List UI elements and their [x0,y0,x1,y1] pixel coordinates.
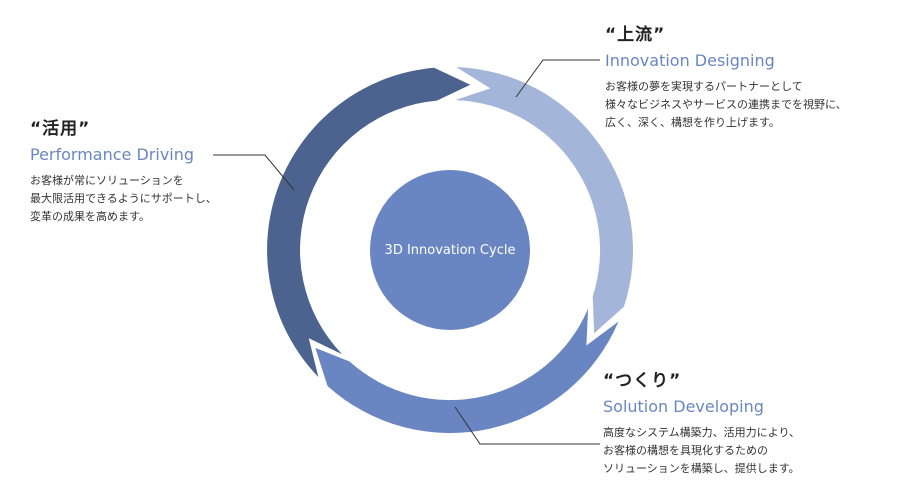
description-line: 様々なビジネスやサービスの連携までを視野に、 [605,98,847,111]
phase-utilization-description: お客様が常にソリューションを 最大限活用できるようにサポートし、 変革の成果を高… [30,172,217,226]
description-line: 広く、深く、構想を作り上げます。 [605,116,780,129]
phase-upstream-subtitle: Innovation Designing [605,51,775,70]
description-line: 最大限活用できるようにサポートし、 [30,192,217,205]
description-line: お客様の構想を具現化するための [603,444,768,457]
cycle-segment-making [315,308,619,434]
description-line: 変革の成果を高めます。 [30,210,150,223]
phase-utilization-subtitle: Performance Driving [30,145,195,164]
phase-making-description: 高度なシステム構築力、活用力により、 お客様の構想を具現化するための ソリューシ… [603,424,800,478]
phase-utilization-title: “活用” [30,119,91,139]
phase-upstream-title: “上流” [605,25,666,45]
phase-utilization: “活用” Performance Driving お客様が常にソリューションを … [30,118,217,226]
phase-making-subtitle: Solution Developing [603,397,764,416]
phase-upstream: “上流” Innovation Designing お客様の夢を実現するパートナ… [605,24,847,132]
center-circle [370,170,530,330]
phase-making-title: “つくり” [603,371,682,391]
description-line: ソリューションを構築し、提供します。 [603,462,800,475]
description-line: お客様の夢を実現するパートナーとして [605,80,803,93]
cycle-segment-upstream [455,67,633,334]
description-line: お客様が常にソリューションを [30,174,184,187]
phase-making: “つくり” Solution Developing 高度なシステム構築力、活用力… [603,370,800,478]
cycle-segment-utilization [267,67,471,378]
leader-line-making [454,406,600,445]
leader-line-utilization [213,154,295,191]
description-line: 高度なシステム構築力、活用力により、 [603,426,801,439]
leader-line-upstream [515,59,600,98]
center-label: 3D Innovation Cycle [384,242,516,258]
phase-upstream-description: お客様の夢を実現するパートナーとして 様々なビジネスやサービスの連携までを視野に… [605,78,847,132]
